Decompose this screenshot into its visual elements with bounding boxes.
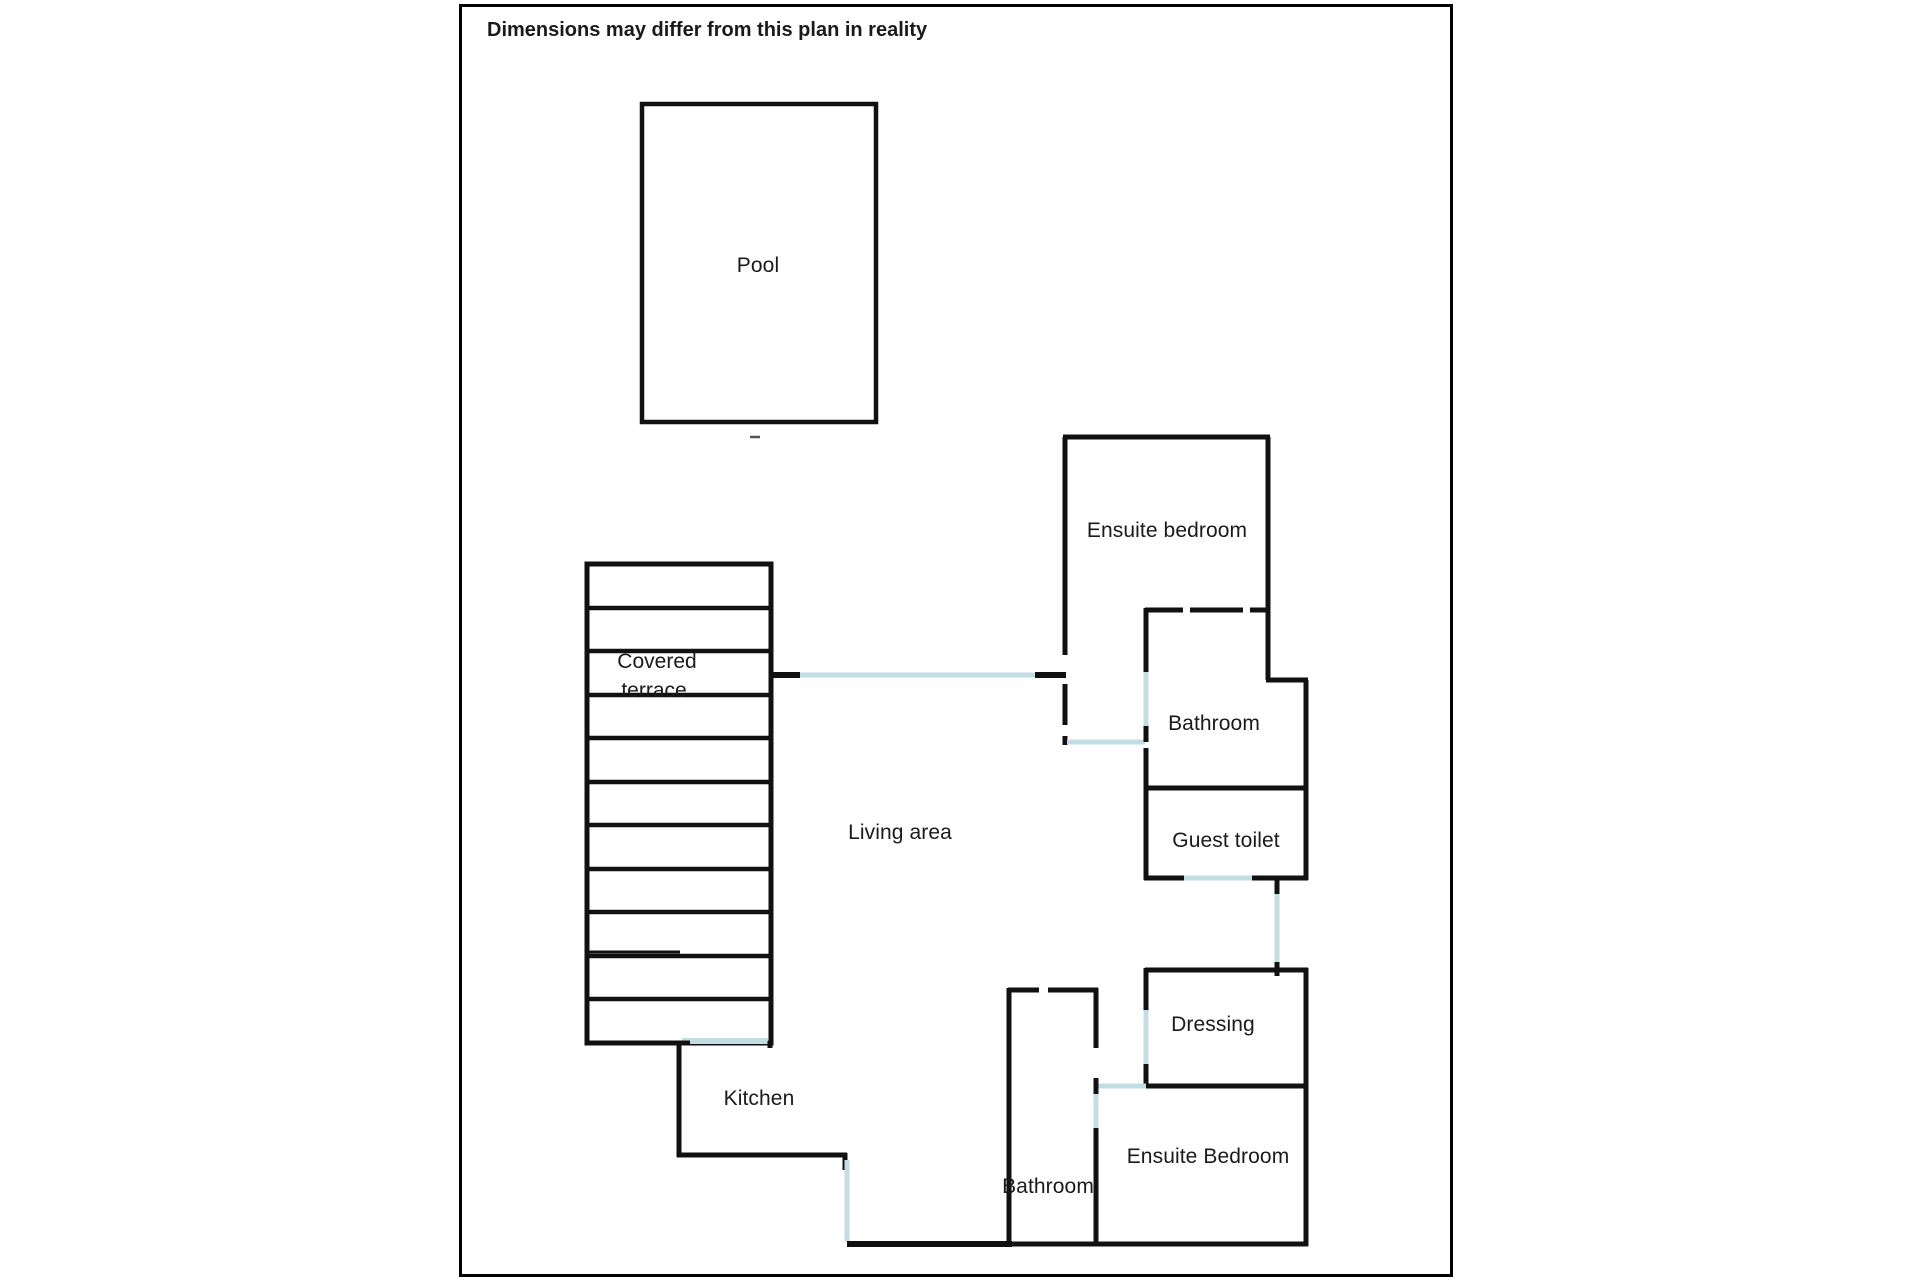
dressing-outline bbox=[1143, 967, 1309, 1089]
room-label-pool: Pool bbox=[736, 254, 780, 277]
room-label-kitchen: Kitchen bbox=[723, 1087, 795, 1110]
ensuite-bedroom-lower-outline bbox=[1095, 1086, 1309, 1247]
kitchen-outline bbox=[660, 1040, 848, 1170]
room-label-ensuite-bedroom-lower: Ensuite Bedroom bbox=[1126, 1145, 1290, 1168]
bathroom-upper-outline bbox=[1143, 607, 1309, 791]
plan-note: Dimensions may differ from this plan in … bbox=[487, 19, 928, 41]
room-label-bathroom-upper: Bathroom bbox=[1168, 712, 1260, 735]
room-label-bathroom-lower: Bathroom bbox=[1002, 1175, 1094, 1198]
guest-toilet-outline bbox=[1143, 788, 1309, 881]
ensuite-bedroom-upper-outline bbox=[1062, 434, 1308, 745]
page-frame bbox=[459, 4, 1453, 1277]
covered-terrace-outline bbox=[584, 561, 774, 1046]
bathroom-lower-outline bbox=[1006, 987, 1099, 1247]
room-label-ensuite-bedroom-upper: Ensuite bedroom bbox=[1086, 519, 1248, 542]
pool-outline bbox=[639, 101, 879, 425]
room-label-guest-toilet: Guest toilet bbox=[1172, 829, 1280, 852]
room-label-dressing: Dressing bbox=[1171, 1013, 1255, 1036]
room-label-covered-terrace-line2: terrace bbox=[621, 679, 687, 702]
room-label-covered-terrace-line1: Covered bbox=[617, 650, 697, 673]
room-label-living-area: Living area bbox=[848, 821, 952, 844]
